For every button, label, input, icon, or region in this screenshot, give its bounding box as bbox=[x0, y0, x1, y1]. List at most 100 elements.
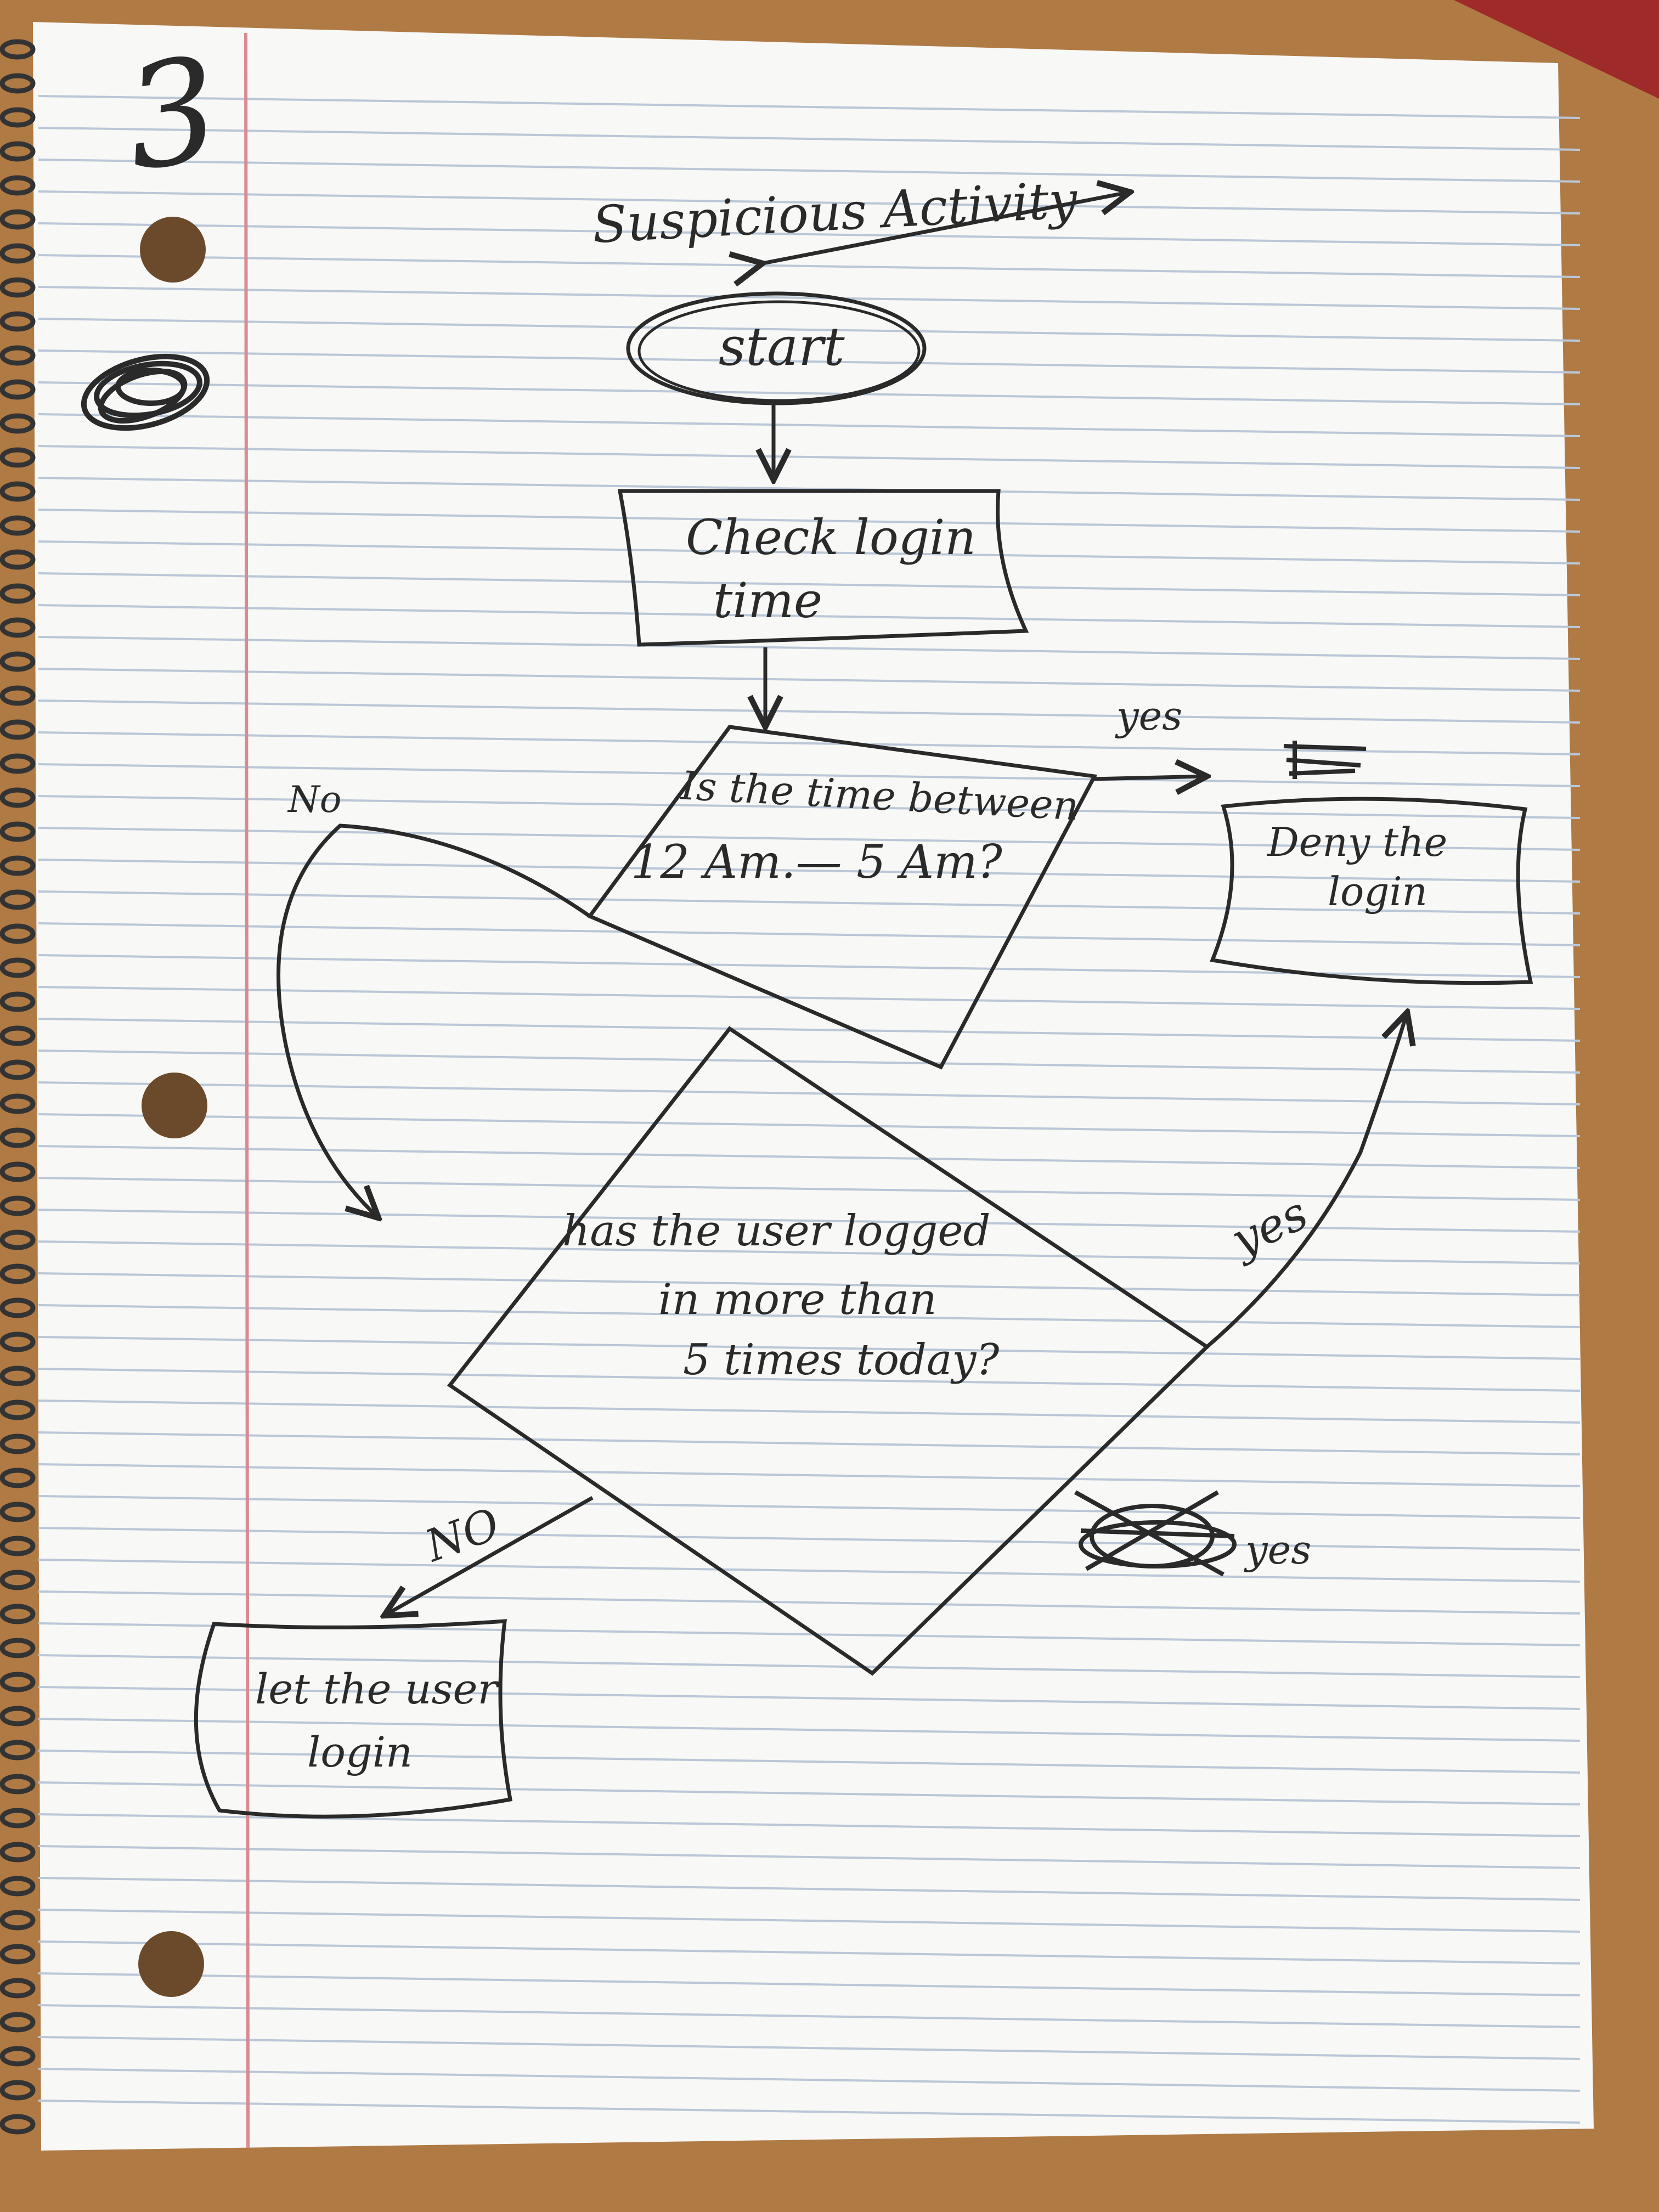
spiral-ring bbox=[0, 1842, 36, 1863]
rule-line bbox=[38, 668, 1581, 692]
spiral-ring bbox=[0, 719, 36, 740]
rule-line bbox=[38, 1431, 1581, 1455]
rule-line bbox=[38, 1750, 1581, 1774]
rule-line bbox=[38, 827, 1581, 851]
rule-line bbox=[38, 318, 1581, 342]
rule-line bbox=[38, 986, 1581, 1010]
title-double-arrow bbox=[763, 192, 1130, 263]
spiral-ring bbox=[0, 1774, 36, 1795]
time-decision-line2: 12 Am.— 5 Am? bbox=[631, 835, 1003, 889]
deny-line2: login bbox=[1328, 868, 1427, 915]
spiral-ring bbox=[0, 787, 36, 808]
rule-line bbox=[38, 1781, 1581, 1805]
spiral-ring bbox=[0, 447, 36, 468]
rule-line bbox=[38, 1972, 1581, 1996]
deny-line1: Deny the bbox=[1266, 819, 1447, 865]
spiral-ring bbox=[0, 889, 36, 910]
start-label: start bbox=[719, 316, 845, 377]
spiral-ring bbox=[0, 481, 36, 502]
spiral-ring bbox=[0, 209, 36, 230]
check-time-line1: Check login bbox=[686, 509, 976, 566]
spiral-ring bbox=[0, 379, 36, 400]
spiral-ring bbox=[0, 1638, 36, 1658]
spiral-ring bbox=[0, 1093, 36, 1114]
rule-line bbox=[38, 2068, 1581, 2092]
spiral-ring bbox=[0, 1910, 36, 1931]
label-time-no: No bbox=[287, 778, 342, 821]
check-time-node: Check login time bbox=[617, 489, 1029, 647]
spiral-ring bbox=[0, 651, 36, 672]
spiral-ring bbox=[0, 141, 36, 162]
rule-line bbox=[38, 1877, 1581, 1901]
spiral-ring bbox=[0, 1297, 36, 1318]
spiral-ring bbox=[0, 311, 36, 332]
spiral-ring bbox=[0, 1604, 36, 1624]
rule-line bbox=[38, 1845, 1581, 1869]
rule-line bbox=[38, 1049, 1581, 1074]
rule-line bbox=[38, 413, 1581, 437]
rule-line bbox=[38, 604, 1581, 628]
rule-line bbox=[38, 1940, 1581, 1965]
flag-scribble-icon bbox=[1283, 741, 1367, 779]
rule-line bbox=[38, 286, 1581, 310]
rule-line bbox=[38, 1240, 1581, 1265]
rule-line bbox=[38, 477, 1581, 501]
rule-line bbox=[38, 2036, 1581, 2060]
rule-line bbox=[38, 1336, 1581, 1360]
start-node: start bbox=[626, 291, 927, 405]
spiral-ring bbox=[0, 753, 36, 774]
spiral-ring bbox=[0, 2114, 36, 2135]
time-decision-node: Is the time between 12 Am.— 5 Am? bbox=[586, 725, 1098, 1070]
rule-line bbox=[38, 1495, 1581, 1519]
rule-line bbox=[38, 540, 1581, 565]
spiral-ring bbox=[0, 2046, 36, 2067]
rule-line bbox=[38, 127, 1581, 151]
red-folder bbox=[1454, 0, 1659, 99]
rule-line bbox=[38, 1177, 1581, 1201]
spiral-ring bbox=[0, 277, 36, 298]
spiral-ring bbox=[0, 549, 36, 570]
rule-line bbox=[38, 636, 1581, 660]
rule-line bbox=[38, 159, 1581, 183]
rule-line bbox=[38, 1113, 1581, 1137]
spiral-ring bbox=[0, 957, 36, 978]
rule-line bbox=[38, 381, 1581, 405]
spiral-ring bbox=[0, 1229, 36, 1250]
spiral-ring bbox=[0, 175, 36, 196]
spiral-ring bbox=[0, 39, 36, 60]
spiral-ring bbox=[0, 1161, 36, 1182]
spiral-ring bbox=[0, 243, 36, 264]
rule-line bbox=[38, 1145, 1581, 1169]
spiral-ring bbox=[0, 1365, 36, 1386]
rule-line bbox=[38, 1718, 1581, 1742]
rule-line bbox=[38, 1686, 1581, 1710]
spiral-ring bbox=[0, 107, 36, 128]
rule-line bbox=[38, 795, 1581, 819]
rule-line bbox=[38, 572, 1581, 596]
spiral-ring bbox=[0, 1400, 36, 1420]
rule-line bbox=[38, 1018, 1581, 1042]
spiral-ring bbox=[0, 1263, 36, 1284]
rule-line bbox=[38, 1209, 1581, 1233]
rule-line bbox=[38, 509, 1581, 533]
spiral-ring bbox=[0, 1434, 36, 1454]
edge-logins-yes bbox=[1205, 1012, 1407, 1348]
rule-line bbox=[38, 445, 1581, 469]
logins-decision-line3: 5 times today? bbox=[683, 1335, 1000, 1385]
rule-line bbox=[38, 890, 1581, 915]
spiral-ring bbox=[0, 515, 36, 536]
rule-line bbox=[38, 922, 1581, 946]
spiral-ring bbox=[0, 1059, 36, 1080]
spiral-ring bbox=[0, 1672, 36, 1692]
logins-decision-line1: has the user logged bbox=[562, 1206, 990, 1256]
spiral-ring bbox=[0, 1570, 36, 1590]
margin-line bbox=[244, 32, 250, 2148]
spiral-ring bbox=[0, 1944, 36, 1965]
spiral-ring bbox=[0, 2012, 36, 2033]
check-time-line2: time bbox=[713, 572, 822, 629]
rule-line bbox=[38, 1400, 1581, 1424]
spiral-ring bbox=[0, 923, 36, 944]
spiral-ring bbox=[0, 1195, 36, 1216]
punch-hole-icon bbox=[140, 217, 206, 283]
